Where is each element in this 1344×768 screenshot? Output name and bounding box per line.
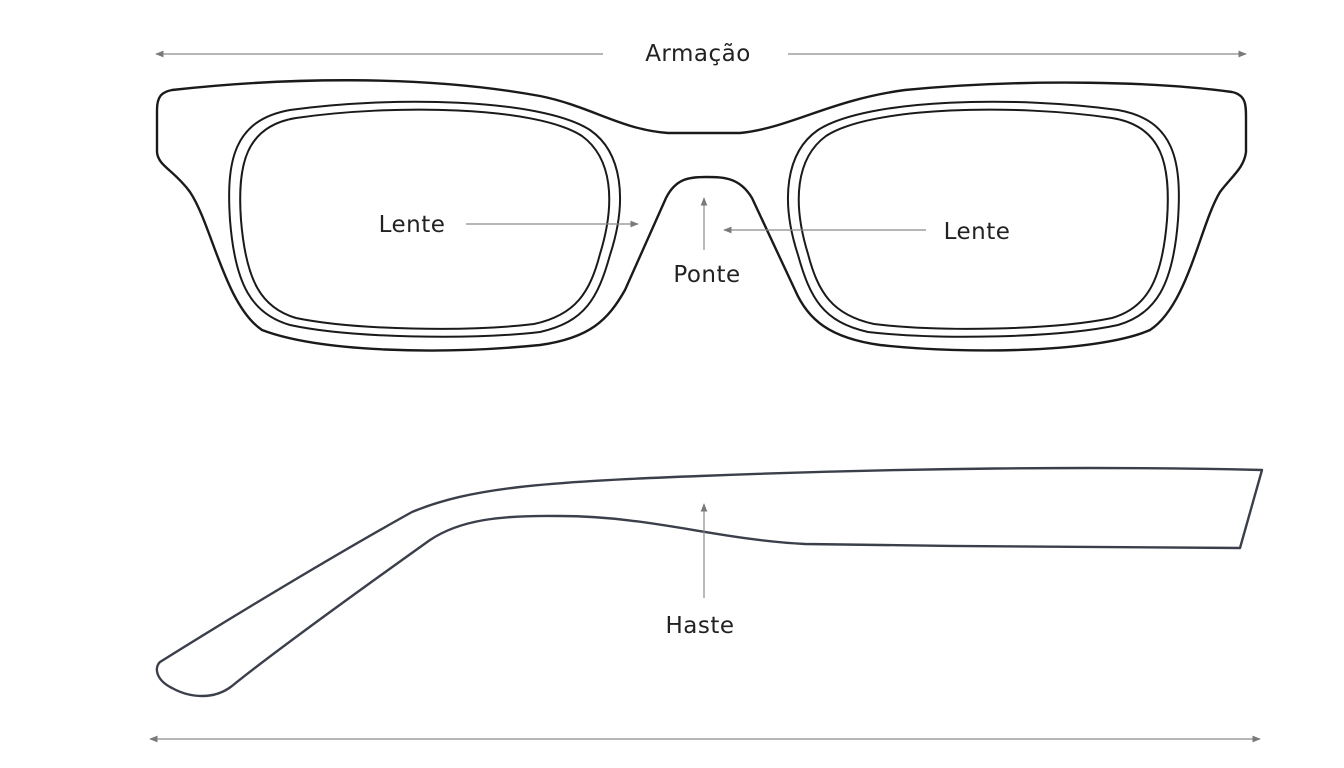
lens-left-callout: Lente	[379, 212, 639, 238]
glasses-front	[155, 79, 1248, 352]
right-lens-rim	[786, 100, 1180, 338]
temple-label: Haste	[665, 613, 734, 639]
bridge-label: Ponte	[673, 262, 740, 288]
lens-left-label: Lente	[379, 212, 446, 238]
bridge-callout: Ponte	[673, 197, 740, 288]
frame-outline	[155, 79, 1248, 352]
temple-side-view	[155, 466, 1264, 698]
temple-outline	[155, 466, 1264, 698]
frame-label: Armação	[645, 41, 751, 67]
frame-dimension: Armação	[155, 41, 1247, 67]
lens-right-label: Lente	[944, 219, 1011, 245]
left-lens-rim	[228, 100, 622, 338]
temple-callout: Haste	[665, 503, 734, 639]
right-lens-inner	[797, 108, 1169, 330]
lens-right-callout: Lente	[723, 219, 1011, 245]
left-lens-inner	[239, 108, 611, 330]
